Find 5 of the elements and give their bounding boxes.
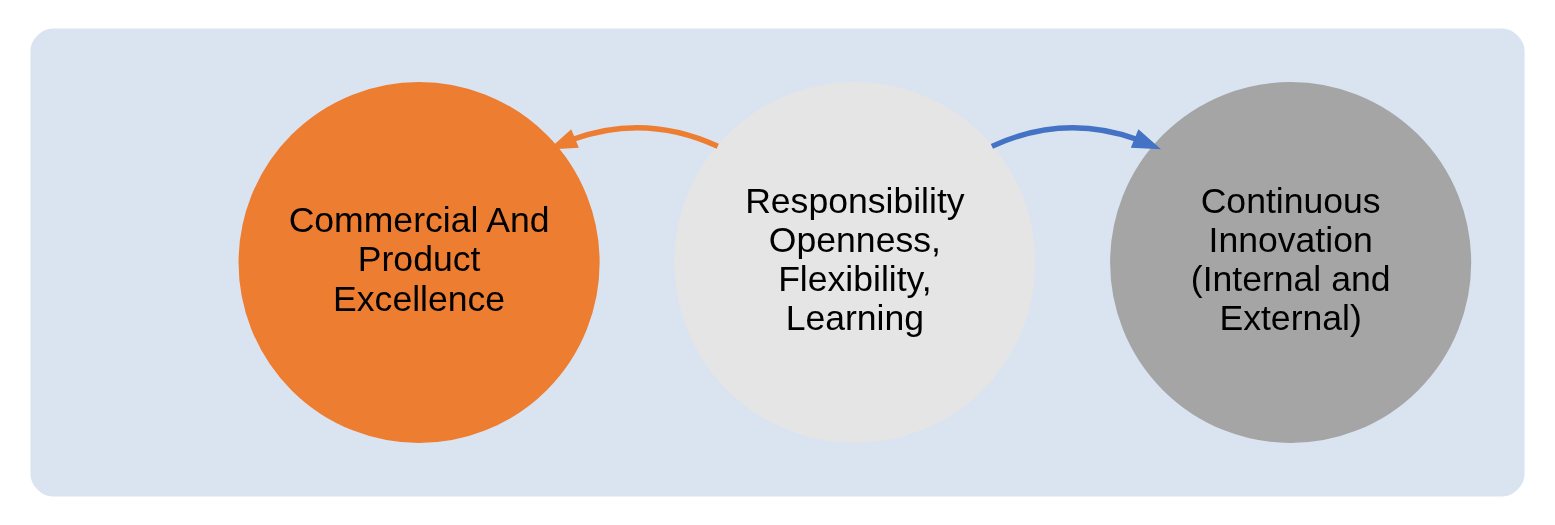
cluster: [30, 28, 1525, 497]
node-circle: Responsibility Openness, Flexibility, Learning: [674, 81, 1036, 444]
node-circle: Continuous Innovation (Internal and External): [1110, 81, 1472, 444]
arrow: [990, 125, 1161, 150]
node-circle: Commercial And Product Excellence: [238, 81, 600, 444]
